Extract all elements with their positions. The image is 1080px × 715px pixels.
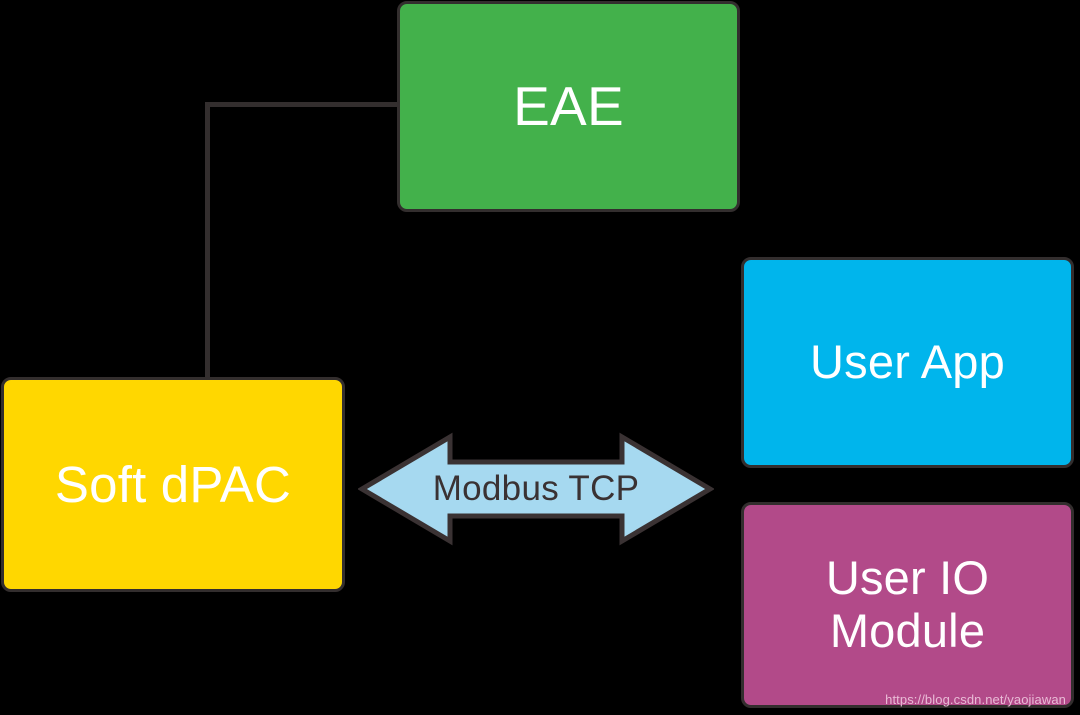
arrow-polygon bbox=[358, 432, 714, 546]
node-soft-dpac-label: Soft dPAC bbox=[54, 455, 292, 513]
connector-eae-to-soft-dpac-vertical bbox=[205, 102, 210, 380]
double-headed-arrow-shape bbox=[358, 432, 714, 546]
modbus-tcp-arrow-label: Modbus TCP bbox=[358, 430, 714, 548]
modbus-tcp-arrow-icon bbox=[358, 430, 714, 548]
node-user-app[interactable]: User App bbox=[741, 257, 1074, 468]
node-user-io-module-label-line1: User IO bbox=[825, 551, 990, 605]
node-eae-label: EAE bbox=[513, 74, 624, 137]
node-user-io-module-label-line2: Module bbox=[829, 604, 986, 657]
modbus-tcp-label-text: Modbus TCP bbox=[432, 469, 640, 508]
node-user-io-module[interactable]: User IO Module bbox=[741, 502, 1074, 708]
node-soft-dpac[interactable]: Soft dPAC bbox=[1, 377, 345, 592]
node-eae[interactable]: EAE bbox=[397, 1, 740, 212]
watermark-text: https://blog.csdn.net/yaojiawan bbox=[885, 692, 1066, 707]
node-user-app-label: User App bbox=[810, 335, 1005, 389]
connector-eae-to-soft-dpac-horizontal bbox=[205, 102, 399, 107]
